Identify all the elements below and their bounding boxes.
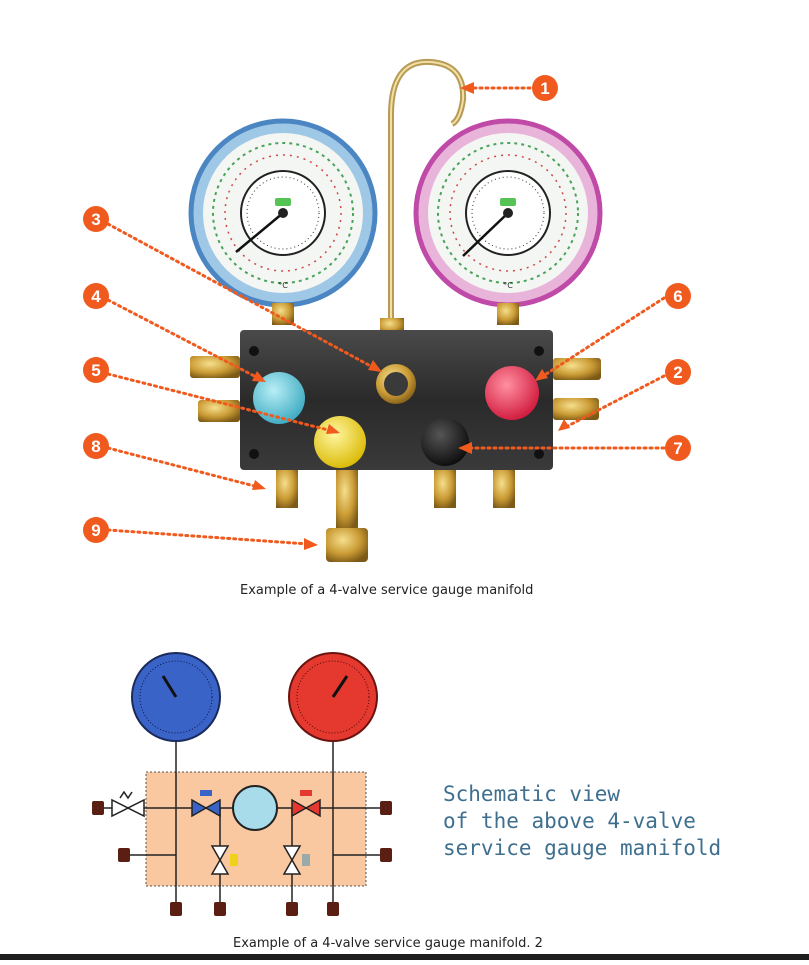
bottom-fitting-left <box>276 470 298 508</box>
svg-text:9: 9 <box>91 521 100 540</box>
hook-highlight <box>390 60 465 325</box>
vacuum-knob <box>314 416 366 468</box>
callout-2: 2 <box>665 359 691 385</box>
callout-1: 1 <box>532 75 558 101</box>
schematic-port <box>170 902 182 916</box>
bottom-fitting-right <box>493 470 515 508</box>
left-fitting-top <box>190 356 240 378</box>
schematic-port <box>118 848 130 862</box>
schematic-port <box>214 902 226 916</box>
schematic-diagram <box>92 652 392 916</box>
high-gauge-unit: °C <box>503 281 513 290</box>
callout-7: 7 <box>665 435 691 461</box>
right-fitting-top <box>553 358 601 380</box>
callout-leaders <box>106 86 666 546</box>
schematic-text-line: Schematic view <box>443 782 621 806</box>
svg-text:8: 8 <box>91 437 100 456</box>
svg-text:3: 3 <box>91 210 100 229</box>
refrigerant-knob <box>421 418 469 466</box>
high-pressure-gauge: °C <box>413 118 603 325</box>
schematic-sight-glass <box>232 785 278 831</box>
body-screw <box>534 346 544 356</box>
bottom-fitting-mid <box>434 470 456 508</box>
schematic-port <box>380 801 392 815</box>
schematic-port <box>286 902 298 916</box>
schematic-description: Schematic view of the above 4-valve serv… <box>443 781 721 862</box>
schematic-port <box>92 801 104 815</box>
schematic-port <box>380 848 392 862</box>
vacuum-coupler <box>326 528 368 562</box>
callout-3: 3 <box>83 206 109 232</box>
body-screw <box>534 449 544 459</box>
svg-text:7: 7 <box>673 439 682 458</box>
callout-6: 6 <box>665 283 691 309</box>
high-side-knob <box>485 366 539 420</box>
figure-caption-2: Example of a 4-valve service gauge manif… <box>233 936 543 951</box>
schematic-port <box>327 902 339 916</box>
schematic-text-line: service gauge manifold <box>443 836 722 860</box>
bottom-divider <box>0 954 809 960</box>
svg-text:4: 4 <box>91 287 101 306</box>
callout-4: 4 <box>83 283 109 309</box>
body-screw <box>249 449 259 459</box>
svg-text:5: 5 <box>91 361 100 380</box>
callout-arrowheads <box>252 82 570 550</box>
svg-text:6: 6 <box>673 287 682 306</box>
right-fitting-bottom <box>553 398 599 420</box>
body-screw <box>249 346 259 356</box>
low-pressure-gauge: °C <box>188 118 378 325</box>
low-side-knob <box>253 372 305 424</box>
schematic-text-line: of the above 4-valve <box>443 809 696 833</box>
svg-text:1: 1 <box>540 79 549 98</box>
callout-9: 9 <box>83 517 109 543</box>
callout-8: 8 <box>83 433 109 459</box>
low-gauge-unit: °C <box>278 281 288 290</box>
svg-text:2: 2 <box>673 363 682 382</box>
figure-caption-1: Example of a 4-valve service gauge manif… <box>240 583 534 598</box>
bottom-fitting-center <box>336 470 358 530</box>
callout-5: 5 <box>83 357 109 383</box>
